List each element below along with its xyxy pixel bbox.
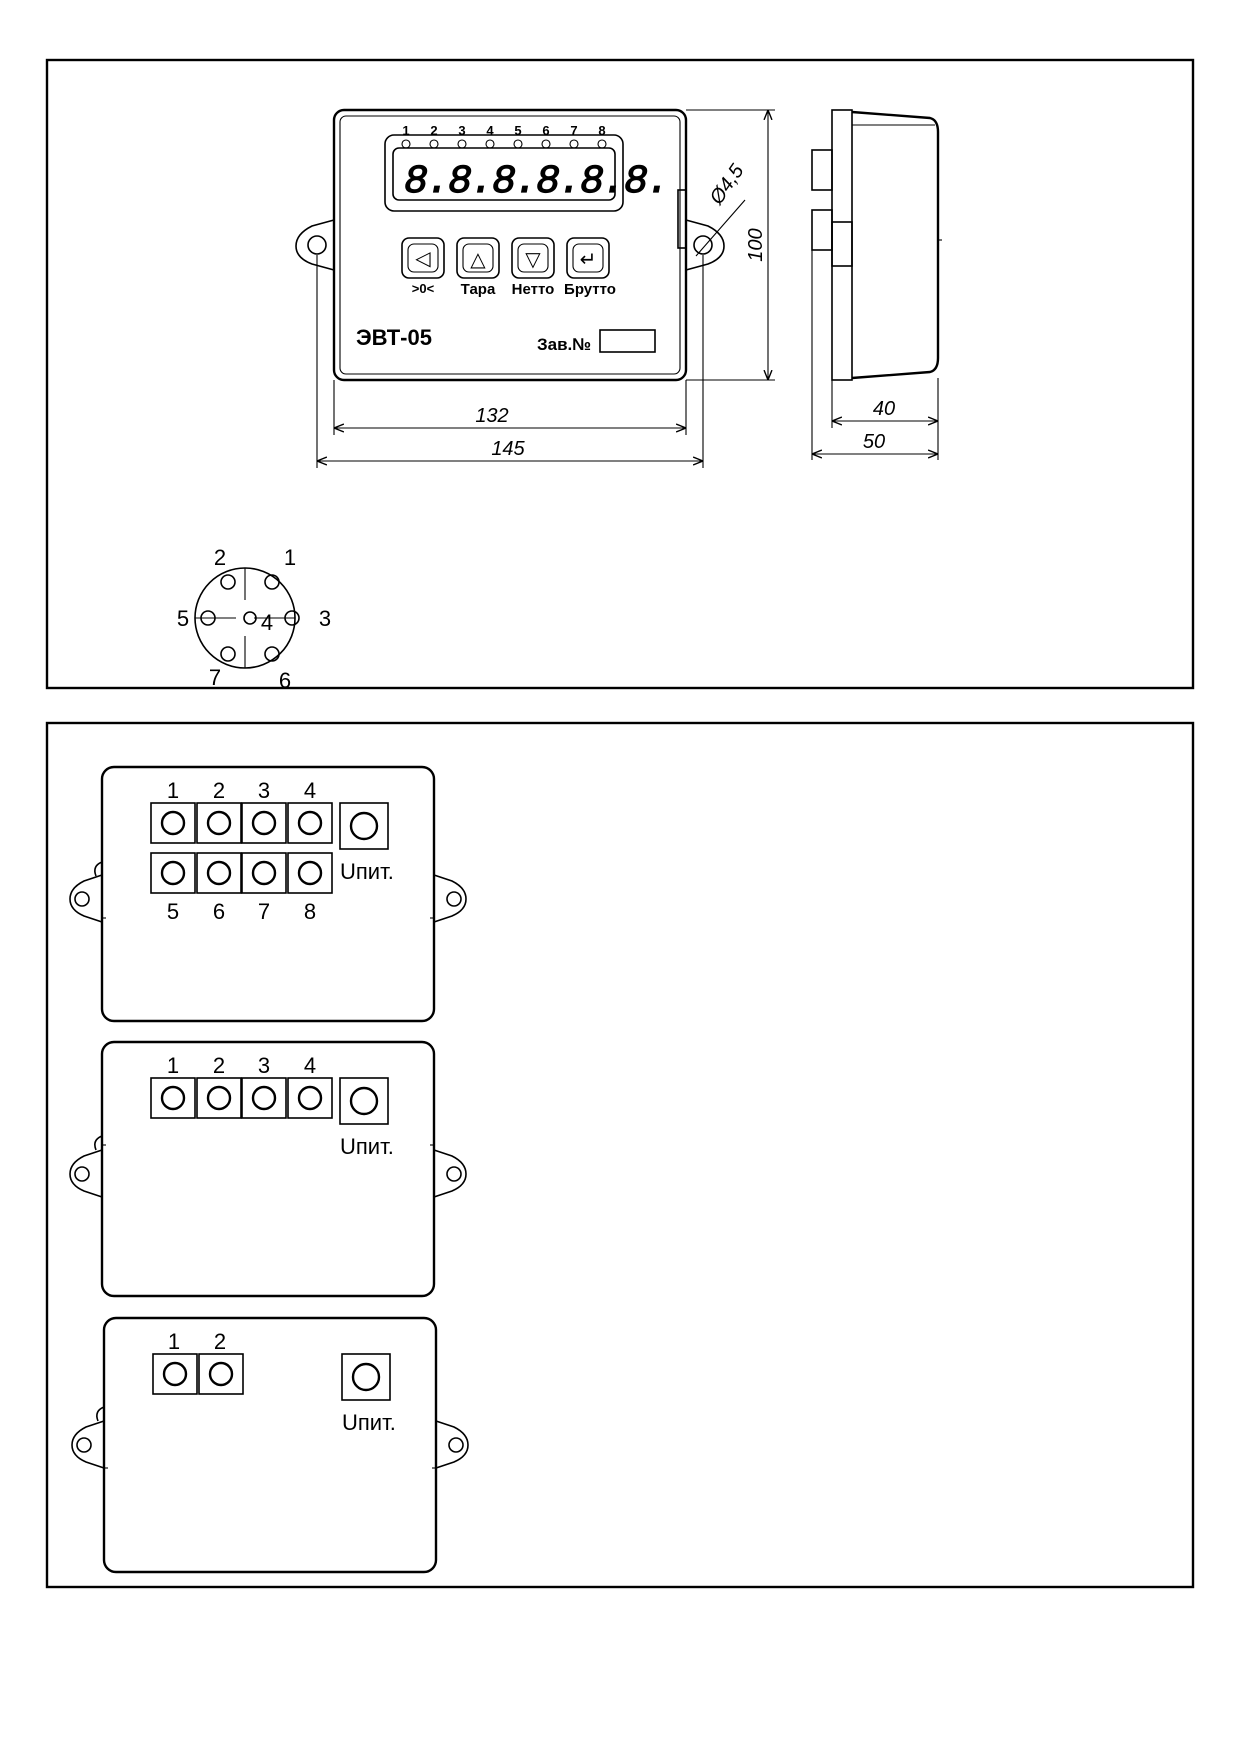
terminal-number: 1 <box>167 778 179 803</box>
power-label: Uпит. <box>342 1410 396 1435</box>
terminal-number: 2 <box>214 1329 226 1354</box>
enter-icon: ↵ <box>580 249 597 271</box>
pin-label: 3 <box>319 606 331 631</box>
rear-panel-4-channels: 1 2 3 4 Uпит. <box>69 1040 467 1298</box>
display-window <box>384 134 624 212</box>
side-dimensions: 40 50 <box>811 250 939 460</box>
terminal-number: 2 <box>213 778 225 803</box>
arrow-down-icon: ▽ <box>525 249 541 271</box>
power-terminal <box>339 802 389 850</box>
connector-pinout: 1 2 3 4 5 6 7 <box>177 545 331 693</box>
terminal-number: 8 <box>304 899 316 924</box>
top-frame <box>45 58 1195 690</box>
power-label: Uпит. <box>340 1134 394 1159</box>
terminal-number: 4 <box>304 778 316 803</box>
terminal-number: 4 <box>304 1053 316 1078</box>
pin-label: 4 <box>261 610 273 635</box>
terminal-row <box>150 1077 333 1119</box>
dim-height: 100 <box>745 228 767 261</box>
terminal-number: 3 <box>258 1053 270 1078</box>
led-number: 5 <box>514 123 521 138</box>
rear-panel-8-channels: 1 2 3 4 5 6 7 8 Uпит. <box>69 765 467 1023</box>
button-tare[interactable]: △ Тара <box>456 237 500 298</box>
model-label: ЭВТ-05 <box>356 325 432 350</box>
led-indicators <box>401 139 607 149</box>
arrow-left-icon: ◁ <box>415 248 431 270</box>
power-terminal <box>341 1353 391 1401</box>
led-number: 2 <box>430 123 437 138</box>
button-net[interactable]: ▽ Нетто <box>511 237 555 298</box>
display-digits: 8.8.8.8.8.8. <box>404 160 668 205</box>
terminal-row <box>150 802 333 844</box>
button-left[interactable]: ◁ >0< <box>401 237 445 296</box>
terminal-number: 1 <box>167 1053 179 1078</box>
pin-label: 6 <box>279 668 291 693</box>
button-label: Брутто <box>564 281 616 298</box>
pin-label: 7 <box>209 665 221 690</box>
led-number: 8 <box>598 123 605 138</box>
bottom-frame <box>45 721 1195 1589</box>
led-number: 1 <box>402 123 409 138</box>
power-label: Uпит. <box>340 859 394 884</box>
dim-width-total: 145 <box>491 438 525 460</box>
led-number: 6 <box>542 123 549 138</box>
led-numbers: 1 2 3 4 5 6 7 8 <box>402 123 605 138</box>
terminal-row <box>150 852 333 894</box>
terminal-number: 2 <box>213 1053 225 1078</box>
arrow-up-icon: △ <box>470 249 486 271</box>
terminal-number: 3 <box>258 778 270 803</box>
dim-depth-body: 40 <box>873 398 895 420</box>
led-number: 7 <box>570 123 577 138</box>
button-label: Нетто <box>512 281 555 298</box>
button-gross[interactable]: ↵ Брутто <box>564 237 616 298</box>
dim-depth-total: 50 <box>863 431 885 453</box>
button-label: Тара <box>461 281 496 298</box>
serial-box <box>599 329 656 353</box>
pin-label: 5 <box>177 606 189 631</box>
rear-panel-2-channels: 1 2 Uпит. <box>71 1316 469 1574</box>
pin-label: 2 <box>214 545 226 570</box>
power-terminal <box>339 1077 389 1125</box>
serial-label: Зав.№ <box>537 335 591 354</box>
button-label: >0< <box>412 281 435 296</box>
pin-label: 1 <box>284 545 296 570</box>
terminal-number: 1 <box>168 1329 180 1354</box>
terminal-number: 6 <box>213 899 225 924</box>
front-view: 1 2 3 4 5 6 7 8 8.8.8.8.8.8. ◁ >0< <box>295 108 725 382</box>
led-number: 4 <box>486 123 494 138</box>
terminal-number: 5 <box>167 899 179 924</box>
side-view <box>811 109 942 381</box>
dim-hole: Ø4,5 <box>705 160 749 210</box>
dim-width-body: 132 <box>475 405 508 427</box>
led-number: 3 <box>458 123 465 138</box>
terminal-row <box>152 1353 244 1395</box>
terminal-number: 7 <box>258 899 270 924</box>
